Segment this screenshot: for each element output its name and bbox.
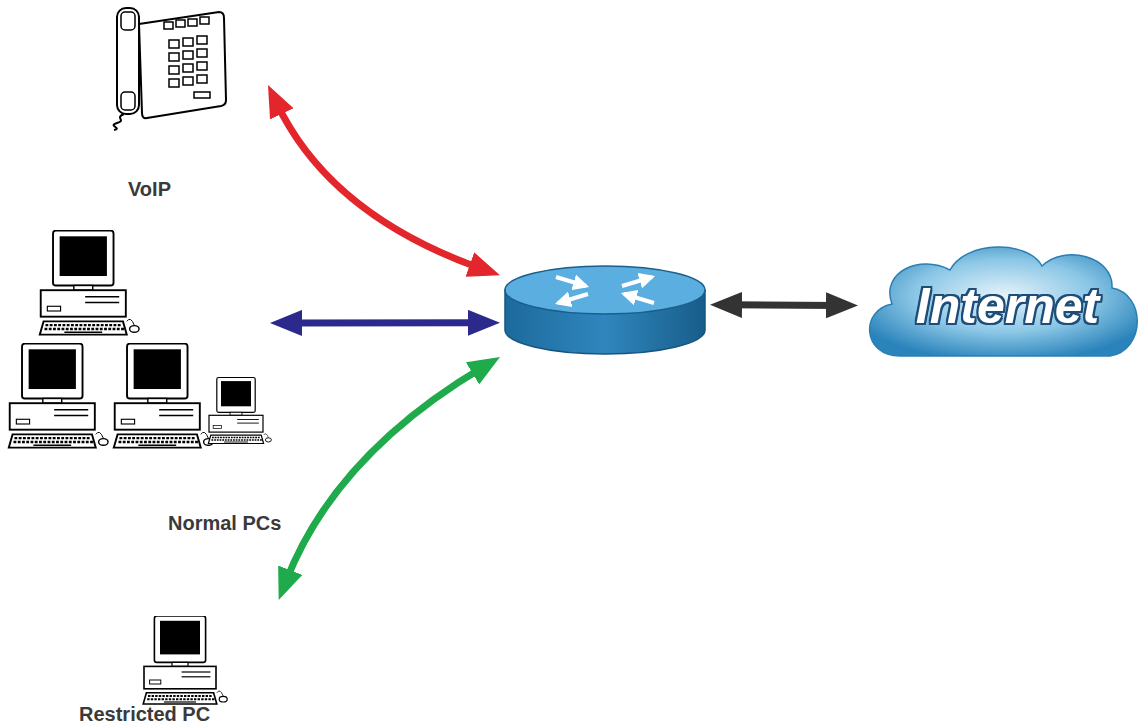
link-arrow <box>277 103 482 269</box>
pc-icon <box>114 344 213 448</box>
restricted-pc-node: Restricted PC <box>75 600 285 726</box>
pc-icon <box>143 616 227 704</box>
router-shape <box>500 262 710 357</box>
device-label: VoIP <box>128 178 171 201</box>
voip-phone-icon <box>114 8 226 130</box>
pc-icon <box>208 378 271 444</box>
pc-icon <box>40 231 139 335</box>
pc-group-node: Normal PCs <box>0 225 270 535</box>
cloud-node: Internet <box>858 238 1143 373</box>
link-arrow <box>290 319 480 326</box>
link-arrow <box>730 301 838 309</box>
link-arrow <box>286 367 483 581</box>
router-node <box>500 262 710 357</box>
cloud-label: Internet <box>902 277 1099 335</box>
device-label: Normal PCs <box>168 512 281 535</box>
device-label: Restricted PC <box>79 703 210 726</box>
label-wrap: Internet <box>858 238 1143 373</box>
pc-icon <box>9 344 108 448</box>
voip-node: VoIP <box>78 0 268 200</box>
